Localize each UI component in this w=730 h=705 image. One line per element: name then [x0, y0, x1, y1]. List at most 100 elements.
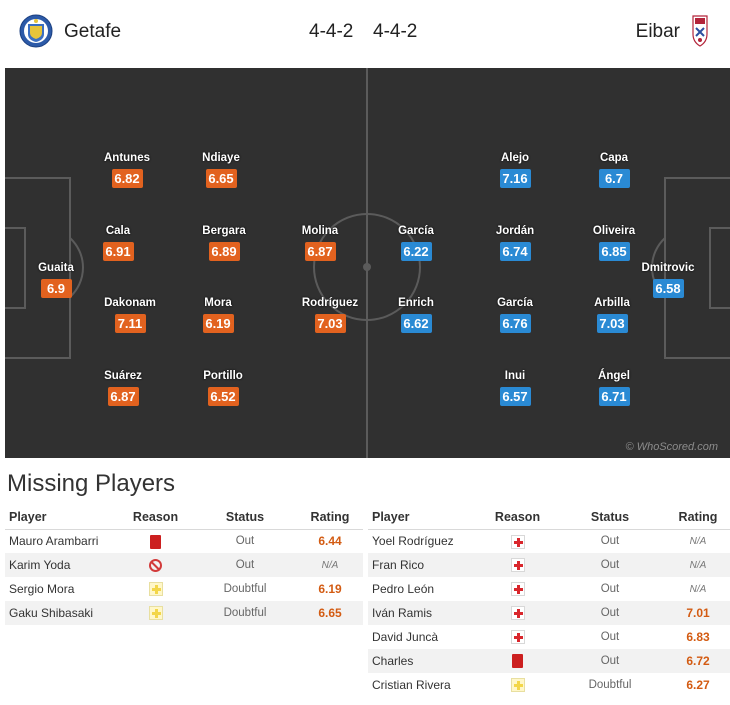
getafe-crest-icon[interactable] — [19, 14, 53, 48]
player-name: García — [497, 297, 533, 309]
player-link[interactable]: Gaku Shibasaki — [5, 601, 118, 625]
table-row: Pedro León Out N/A — [368, 577, 730, 601]
column-header-reason[interactable]: Reason — [481, 505, 554, 530]
home-team-name[interactable]: Getafe — [64, 21, 122, 42]
player-rating: 6.52 — [207, 387, 239, 406]
player-link[interactable]: Fran Rico — [368, 553, 481, 577]
rating-value: N/A — [297, 553, 363, 577]
player-name: Dmitrovic — [641, 262, 695, 274]
away-player[interactable]: Oliveira 6.85 — [579, 224, 649, 261]
player-name: Suárez — [104, 370, 142, 382]
column-header-rating[interactable]: Rating — [666, 505, 730, 530]
home-player[interactable]: Bergara 6.89 — [189, 224, 259, 261]
player-rating: 6.74 — [499, 242, 531, 261]
table-row: Iván Ramis Out 7.01 — [368, 601, 730, 625]
table-row: Sergio Mora Doubtful 6.19 — [5, 577, 363, 601]
player-link[interactable]: Karim Yoda — [5, 553, 118, 577]
rating-value: N/A — [666, 553, 730, 577]
status-text: Doubtful — [223, 583, 267, 595]
home-player[interactable]: Dakonam 7.11 — [95, 296, 165, 333]
away-player[interactable]: Inui 6.57 — [480, 369, 550, 406]
home-player[interactable]: Rodríguez 7.03 — [295, 296, 365, 333]
column-header-player[interactable]: Player — [5, 505, 118, 530]
home-player[interactable]: Portillo 6.52 — [188, 369, 258, 406]
away-player[interactable]: Dmitrovic 6.58 — [633, 261, 703, 298]
column-header-reason[interactable]: Reason — [118, 505, 193, 530]
player-link[interactable]: Sergio Mora — [9, 582, 75, 596]
status-text: Out — [600, 583, 620, 595]
home-player[interactable]: Molina 6.87 — [285, 224, 355, 261]
player-rating: 6.87 — [107, 387, 139, 406]
home-player[interactable]: Ndiaye 6.65 — [186, 151, 256, 188]
away-player[interactable]: Capa 6.7 — [579, 151, 649, 188]
player-rating: 6.7 — [598, 169, 630, 188]
player-name: Alejo — [500, 152, 530, 164]
player-rating: 7.11 — [114, 314, 146, 333]
status-text: Out — [554, 601, 666, 625]
away-player[interactable]: Alejo 7.16 — [480, 151, 550, 188]
player-link[interactable]: Pedro León — [372, 582, 435, 596]
rating-value: N/A — [689, 535, 707, 547]
rating-value: 6.44 — [318, 534, 342, 549]
home-player[interactable]: Guaita 6.9 — [21, 261, 91, 298]
eibar-crest-icon[interactable] — [690, 14, 710, 48]
watermark: © WhoScored.com — [625, 441, 718, 453]
home-formation: 4-4-2 — [309, 21, 354, 42]
table-row: Karim Yoda Out N/A — [5, 553, 363, 577]
rating-value: 7.01 — [666, 601, 730, 625]
pitch: Guaita 6.9 Antunes 6.82 Cala 6.91 Dakona… — [5, 68, 730, 458]
table-row: Charles Out 6.72 — [368, 649, 730, 673]
player-name: Inui — [504, 370, 526, 382]
column-header-status[interactable]: Status — [554, 505, 666, 530]
rating-value: 6.65 — [297, 601, 363, 625]
player-link[interactable]: Mauro Arambarri — [9, 534, 99, 549]
player-name: Molina — [301, 225, 339, 237]
player-name: Dakonam — [104, 297, 156, 309]
player-name: Bergara — [202, 225, 246, 237]
red-card-icon — [512, 654, 523, 669]
rating-value: 6.19 — [318, 582, 342, 596]
home-player[interactable]: Mora 6.19 — [183, 296, 253, 333]
player-name: Cala — [105, 225, 131, 237]
player-name: Jordán — [495, 225, 535, 237]
player-link[interactable]: Iván Ramis — [368, 601, 481, 625]
away-player[interactable]: Arbilla 7.03 — [577, 296, 647, 333]
player-rating: 7.03 — [596, 314, 628, 333]
away-player[interactable]: García 6.76 — [480, 296, 550, 333]
doubtful-icon — [148, 606, 163, 621]
player-name: Portillo — [203, 370, 243, 382]
away-player[interactable]: Enrich 6.62 — [381, 296, 451, 333]
rating-value: 6.72 — [666, 649, 730, 673]
player-rating: 6.87 — [304, 242, 336, 261]
column-header-status[interactable]: Status — [193, 505, 297, 530]
away-player[interactable]: Jordán 6.74 — [480, 224, 550, 261]
player-rating: 6.19 — [202, 314, 234, 333]
player-link[interactable]: Charles — [368, 649, 481, 673]
doubtful-icon — [510, 678, 525, 693]
injury-icon — [510, 582, 525, 597]
away-player[interactable]: García 6.22 — [381, 224, 451, 261]
away-player[interactable]: Ángel 6.71 — [579, 369, 649, 406]
table-row: Cristian Rivera Doubtful 6.27 — [368, 673, 730, 697]
home-player[interactable]: Cala 6.91 — [83, 224, 153, 261]
player-link[interactable]: Cristian Rivera — [372, 678, 451, 692]
player-name: Capa — [599, 152, 629, 164]
home-missing-table: Player Reason Status Rating Mauro Aramba… — [5, 505, 363, 625]
player-rating: 6.58 — [652, 279, 684, 298]
home-player[interactable]: Suárez 6.87 — [88, 369, 158, 406]
table-row: Fran Rico Out N/A — [368, 553, 730, 577]
status-text: Out — [600, 535, 620, 548]
injury-icon — [510, 606, 525, 621]
column-header-player[interactable]: Player — [368, 505, 481, 530]
player-link[interactable]: David Juncà — [372, 630, 439, 644]
away-team-name[interactable]: Eibar — [635, 21, 680, 42]
player-link[interactable]: Yoel Rodríguez — [372, 534, 454, 549]
doubtful-icon — [148, 582, 163, 597]
rating-value: 6.83 — [686, 630, 710, 644]
column-header-rating[interactable]: Rating — [297, 505, 363, 530]
home-player[interactable]: Antunes 6.82 — [92, 151, 162, 188]
missing-players-title: Missing Players — [7, 470, 176, 497]
player-rating: 6.22 — [400, 242, 432, 261]
banned-icon — [149, 559, 162, 573]
away-missing-table: Player Reason Status Rating Yoel Rodrígu… — [368, 505, 730, 697]
